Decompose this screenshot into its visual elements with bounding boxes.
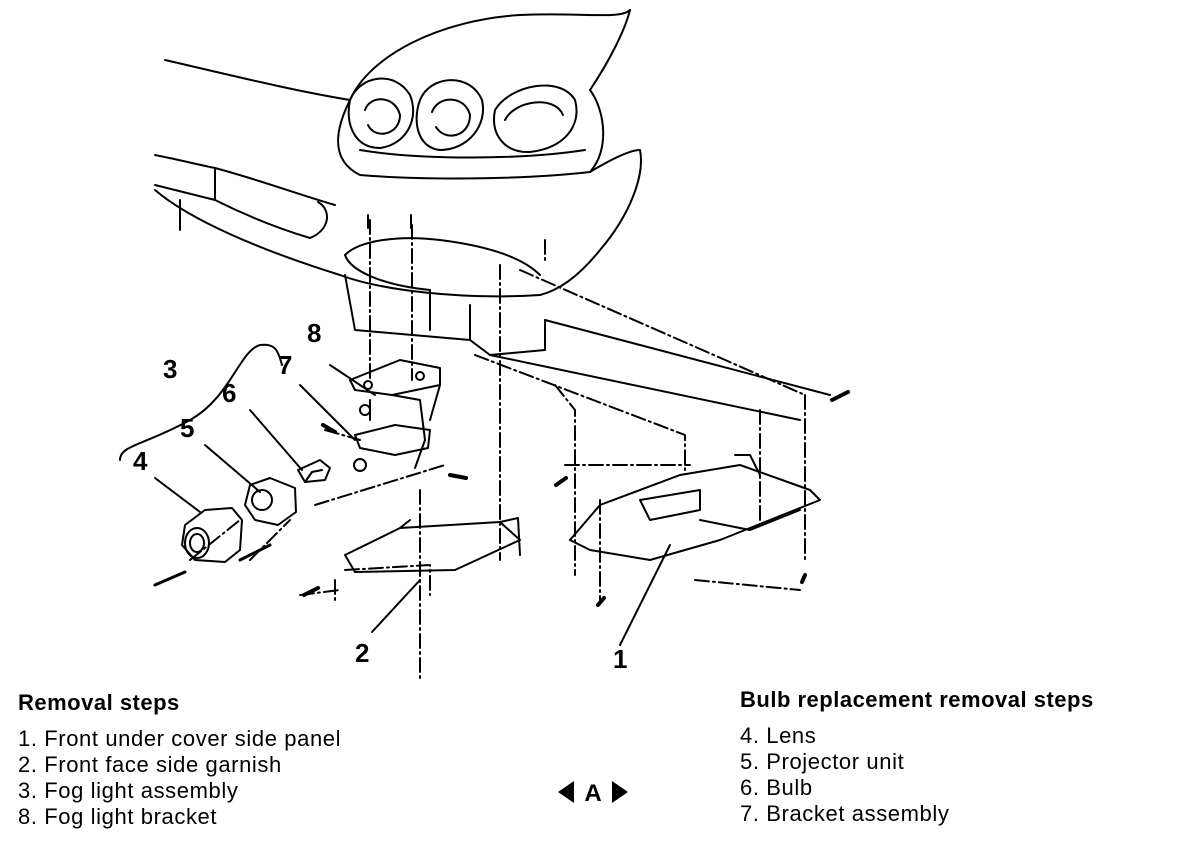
exploded-diagram: 1 2 3 4 5 6 7 8	[119, 9, 850, 680]
bracket-assembly	[353, 399, 431, 472]
under-cover-panel	[569, 454, 821, 561]
list-item: 8. Fog light bracket	[18, 804, 218, 829]
leader-lines	[189, 219, 806, 680]
callout-3: 3	[163, 354, 177, 384]
removal-steps: Removal steps 1. Front under cover side …	[18, 690, 538, 830]
marker-label: A	[584, 780, 601, 806]
list-item: 4. Lens	[740, 723, 817, 748]
assembly-brace	[119, 343, 283, 461]
list-item: 5. Projector unit	[740, 749, 905, 774]
fog-light-bracket	[349, 359, 441, 469]
bulb-replacement-steps: Bulb replacement removal steps 4. Lens 5…	[740, 687, 1180, 827]
removal-steps-list: 1. Front under cover side panel 2. Front…	[18, 726, 538, 830]
left-arrow-icon	[558, 781, 574, 803]
lens	[181, 507, 243, 563]
bulb	[297, 459, 331, 483]
list-item: 3. Fog light assembly	[18, 778, 239, 803]
callout-6: 6	[222, 378, 236, 408]
callout-1: 1	[613, 644, 627, 674]
list-item: 7. Bracket assembly	[740, 801, 950, 826]
list-item: 1. Front under cover side panel	[18, 726, 342, 751]
screws	[153, 214, 850, 607]
callout-4: 4	[133, 446, 148, 476]
bulb-steps-list: 4. Lens 5. Projector unit 6. Bulb 7. Bra…	[740, 723, 1180, 827]
right-arrow-icon	[612, 781, 628, 803]
callout-5: 5	[180, 413, 194, 443]
section-a-marker: A	[556, 778, 630, 807]
bulb-steps-title: Bulb replacement removal steps	[740, 687, 1094, 712]
callout-2: 2	[355, 638, 369, 668]
removal-steps-title: Removal steps	[18, 690, 180, 715]
callout-7: 7	[278, 350, 292, 380]
callout-8: 8	[307, 318, 321, 348]
projector-unit	[244, 477, 297, 526]
headlight-lenses	[347, 77, 586, 159]
callout-leaders	[154, 364, 671, 646]
list-item: 2. Front face side garnish	[18, 752, 282, 777]
car-body	[154, 9, 642, 298]
list-item: 6. Bulb	[740, 775, 813, 800]
side-garnish	[344, 517, 521, 573]
